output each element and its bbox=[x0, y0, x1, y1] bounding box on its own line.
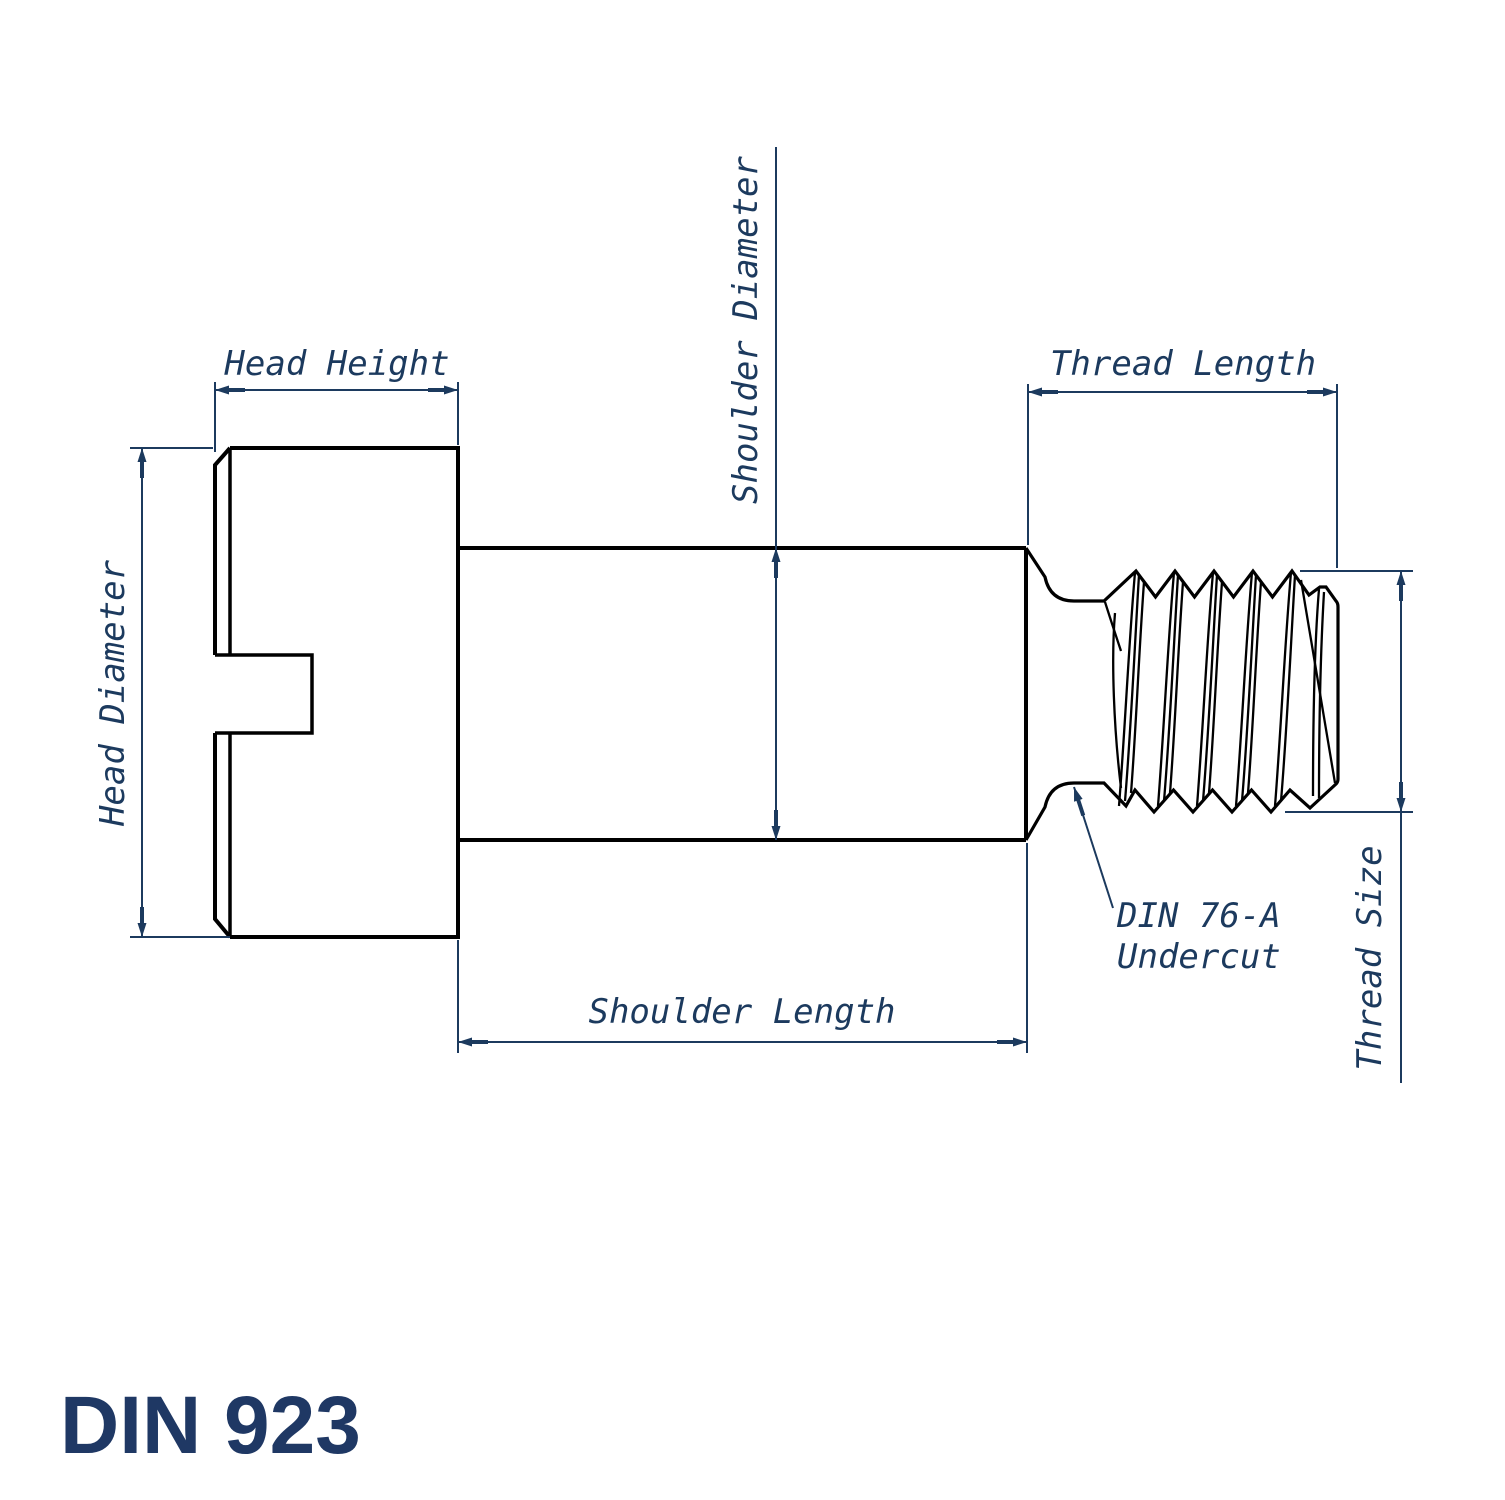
screw-body bbox=[213, 446, 1340, 939]
thread-flank-lines bbox=[1103, 572, 1337, 807]
dimension-arrowheads bbox=[137, 385, 1406, 1047]
label-undercut-line1: DIN 76-A bbox=[1116, 896, 1281, 936]
label-head-diameter: Head Diameter bbox=[93, 559, 133, 827]
screw-shoulder-outline bbox=[458, 546, 1028, 842]
dimension-head-diameter bbox=[130, 447, 230, 938]
dimension-shoulder-length bbox=[457, 843, 1028, 1053]
label-undercut-line2: Undercut bbox=[1117, 937, 1281, 977]
label-thread-size: Thread Size bbox=[1350, 845, 1390, 1070]
dimension-thread-size bbox=[1285, 570, 1413, 1083]
dimension-labels: Head Height Head Diameter Shoulder Diame… bbox=[60, 155, 1390, 1471]
dimension-lines bbox=[130, 147, 1413, 1083]
label-head-height: Head Height bbox=[223, 344, 449, 384]
dimension-head-height bbox=[214, 382, 459, 452]
label-shoulder-diameter: Shoulder Diameter bbox=[726, 155, 766, 504]
dimension-thread-length bbox=[1027, 384, 1338, 568]
screw-head-left-face bbox=[213, 446, 232, 939]
screw-thread-outline bbox=[1024, 547, 1340, 841]
label-thread-length: Thread Length bbox=[1050, 344, 1316, 384]
screw-head-slot bbox=[215, 653, 314, 735]
screw-head-outline bbox=[230, 446, 460, 939]
label-shoulder-length: Shoulder Length bbox=[588, 992, 895, 1032]
drawing-title: DIN 923 bbox=[60, 1380, 361, 1471]
